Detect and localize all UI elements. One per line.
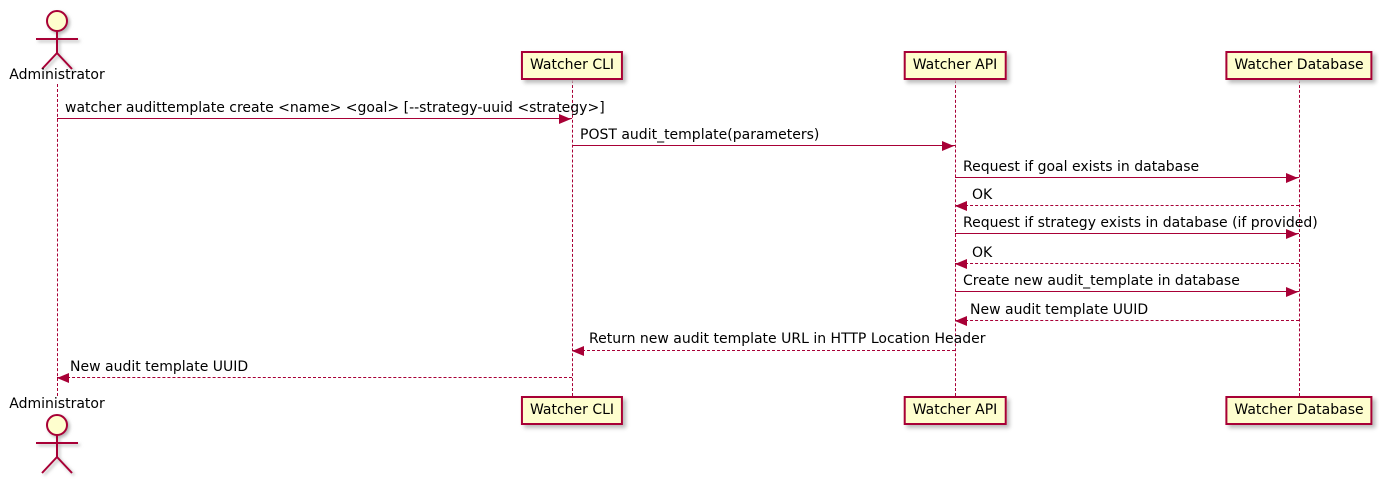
lifeline-watcher-api — [955, 80, 956, 396]
lifeline-watcher-database — [1299, 80, 1300, 396]
message-2-arrowhead — [942, 141, 954, 151]
administrator-actor-icon-top — [36, 10, 78, 70]
message-6-line — [955, 263, 1299, 264]
message-8-label: New audit template UUID — [970, 302, 1149, 318]
message-6-label: OK — [972, 245, 993, 261]
participant-watcher-cli-top: Watcher CLI — [520, 51, 624, 80]
message-7-arrowhead — [1286, 287, 1298, 297]
message-7-label: Create new audit_template in database — [963, 273, 1240, 289]
message-4-label: OK — [972, 187, 993, 203]
message-4-line — [955, 205, 1299, 206]
message-8-arrowhead — [955, 316, 967, 326]
message-9-label: Return new audit template URL in HTTP Lo… — [589, 331, 986, 347]
message-5-label: Request if strategy exists in database (… — [963, 215, 1318, 231]
participant-watcher-cli-bottom: Watcher CLI — [520, 396, 624, 425]
message-10-label: New audit template UUID — [70, 359, 249, 375]
participant-watcher-database-bottom: Watcher Database — [1225, 396, 1373, 425]
message-1-label: watcher audittemplate create <name> <goa… — [65, 100, 605, 116]
administrator-label-top: Administrator — [9, 67, 105, 83]
message-10-line — [57, 377, 572, 378]
lifeline-watcher-cli — [572, 80, 573, 396]
message-9-line — [572, 350, 955, 351]
administrator-actor-icon-bottom — [36, 414, 78, 474]
message-2-label: POST audit_template(parameters) — [580, 127, 820, 143]
message-5-arrowhead — [1286, 229, 1298, 239]
message-5-line — [955, 233, 1299, 234]
administrator-label-bottom: Administrator — [9, 396, 105, 412]
message-6-arrowhead — [955, 259, 967, 269]
message-1-line — [57, 118, 572, 119]
message-3-arrowhead — [1286, 173, 1298, 183]
message-8-line — [955, 320, 1299, 321]
message-2-line — [572, 145, 955, 146]
message-9-arrowhead — [572, 346, 584, 356]
message-3-label: Request if goal exists in database — [963, 159, 1200, 175]
message-10-arrowhead — [57, 373, 69, 383]
participant-watcher-api-top: Watcher API — [903, 51, 1007, 80]
message-4-arrowhead — [955, 201, 967, 211]
message-3-line — [955, 177, 1299, 178]
participant-watcher-database-top: Watcher Database — [1225, 51, 1373, 80]
message-7-line — [955, 291, 1299, 292]
lifeline-administrator — [57, 84, 58, 396]
participant-watcher-api-bottom: Watcher API — [903, 396, 1007, 425]
message-1-arrowhead — [559, 114, 571, 124]
